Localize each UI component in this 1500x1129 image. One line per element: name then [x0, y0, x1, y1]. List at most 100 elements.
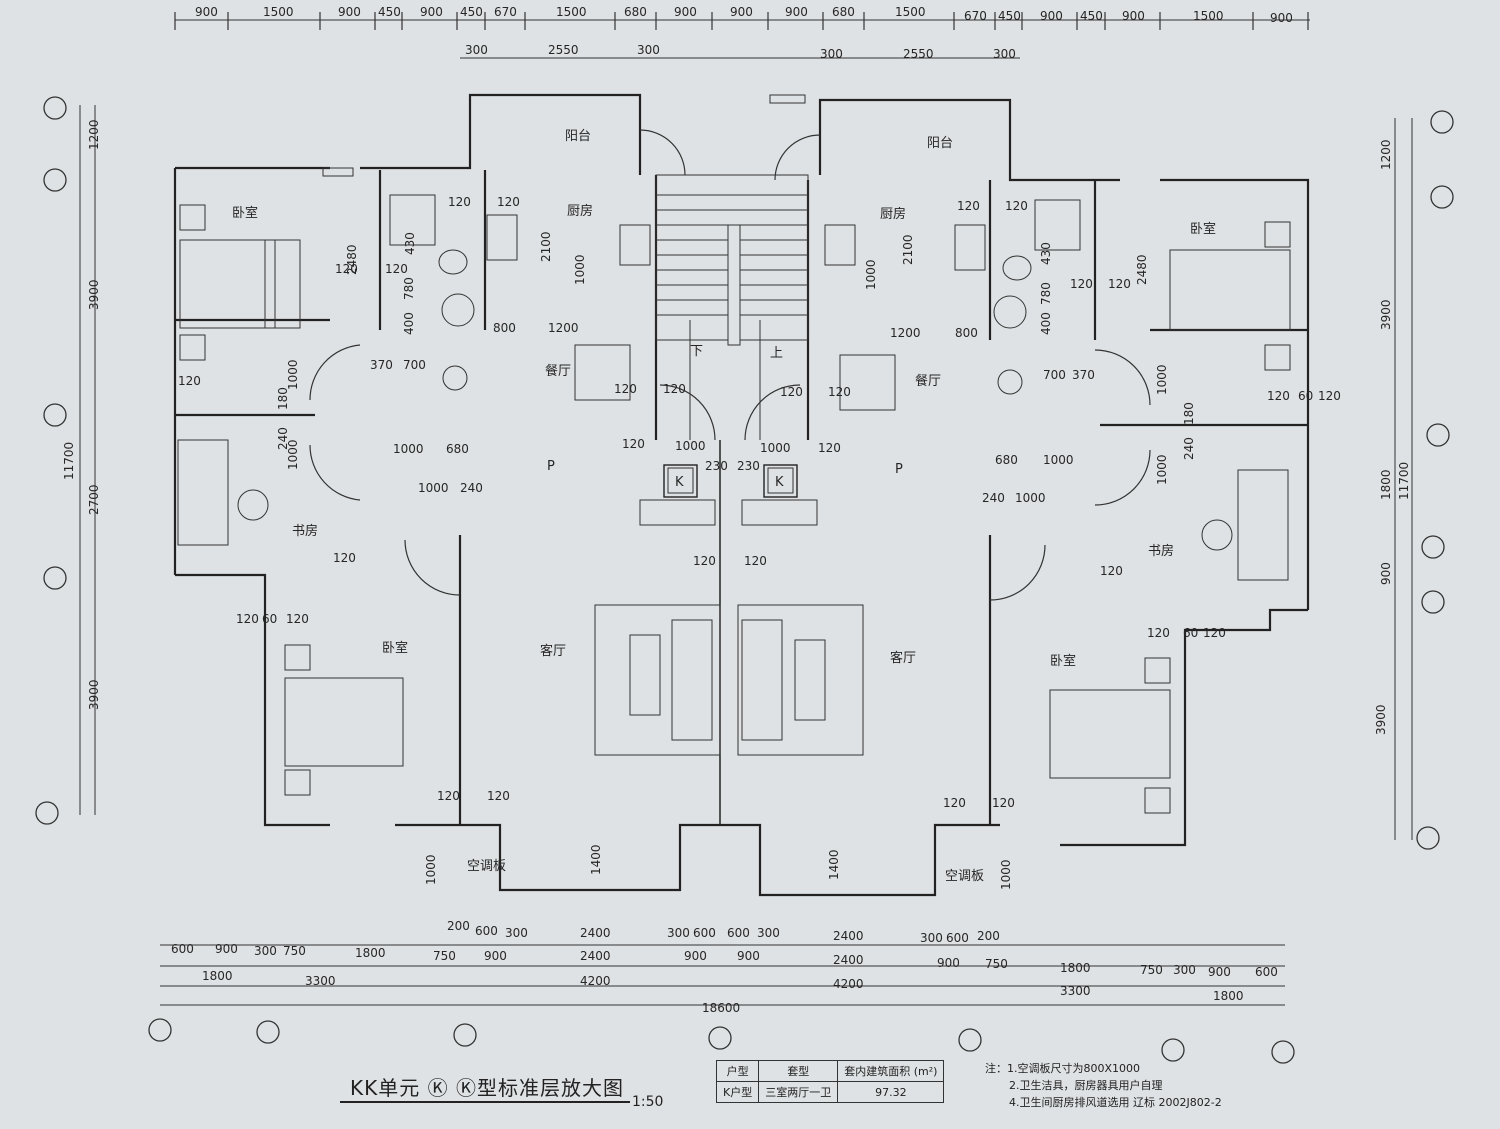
dimension-label: 900 — [785, 5, 808, 19]
dimension-label: 680 — [995, 453, 1018, 467]
dimension-label: 400 — [402, 312, 416, 335]
dimension-label: 900 — [1040, 9, 1063, 23]
dimension-label: 18600 — [702, 1001, 740, 1015]
dimension-label: 370 — [370, 358, 393, 372]
table-row: K户型 三室两厅一卫 97.32 — [715, 1081, 945, 1103]
dimension-label: 1500 — [263, 5, 294, 19]
dimension-label: 1000 — [1155, 364, 1169, 395]
dimension-label: 800 — [955, 326, 978, 340]
room-kitchen-w: 厨房 — [567, 203, 593, 219]
dimension-label: 2400 — [833, 953, 864, 967]
dimension-label: 1800 — [202, 969, 233, 983]
dimension-label: 120 — [286, 612, 309, 626]
dimension-label: 120 — [487, 789, 510, 803]
dimension-label: 300 — [920, 931, 943, 945]
dimension-label: 900 — [195, 5, 218, 19]
dimension-label: 1000 — [1015, 491, 1046, 505]
dimension-label: 120 — [818, 441, 841, 455]
dimension-label: 1000 — [1155, 454, 1169, 485]
bottom-dimensions: 600 900 300 750 1800 200 600 300 2400 30… — [171, 919, 1278, 1015]
dimension-label: 900 — [338, 5, 361, 19]
dimension-label: 2480 — [1135, 254, 1149, 285]
dimension-label: 300 — [505, 926, 528, 940]
dimension-label: 2700 — [87, 484, 101, 515]
dimension-label: 1000 — [286, 359, 300, 390]
dimension-label: 120 — [236, 612, 259, 626]
room-p-e: P — [895, 462, 903, 477]
dimension-label: 120 — [1070, 277, 1093, 291]
dimension-label: 120 — [178, 374, 201, 388]
table-header-row: 户型 套型 套内建筑面积 (m²) — [715, 1060, 945, 1082]
dimension-label: 1800 — [1379, 469, 1393, 500]
dimension-label: 2400 — [833, 929, 864, 943]
dimension-label: 120 — [1267, 389, 1290, 403]
unit-info-table: 户型 套型 套内建筑面积 (m²) K户型 三室两厅一卫 97.32 — [715, 1060, 945, 1103]
dimension-label: 1000 — [393, 442, 424, 456]
table-cell: K户型 — [715, 1081, 760, 1103]
room-bedroom-se: 卧室 — [1050, 653, 1076, 669]
note-2: 2.卫生洁具，厨房器具用户自理 — [1009, 1079, 1163, 1092]
dimension-label: 680 — [832, 5, 855, 19]
dimension-label: 450 — [378, 5, 401, 19]
dimension-label: 3900 — [1374, 704, 1388, 735]
dimension-label: 120 — [385, 262, 408, 276]
dimension-label: 1800 — [1060, 961, 1091, 975]
dimension-label: 900 — [420, 5, 443, 19]
dimension-label: 900 — [1208, 965, 1231, 979]
dimension-label: 4200 — [580, 974, 611, 988]
dimension-label: 1400 — [827, 849, 841, 880]
dimension-label: 680 — [624, 5, 647, 19]
room-ac-w: 空调板 — [467, 859, 506, 874]
dimension-label: 1000 — [573, 254, 587, 285]
dimension-label: 1400 — [589, 844, 603, 875]
room-labels: 卧室 阳台 厨房 餐厅 书房 卧室 客厅 空调板 下 上 P 阳台 厨房 餐厅 … — [232, 129, 1216, 884]
dimension-label: 120 — [614, 382, 637, 396]
axis-bubbles — [35, 96, 1454, 1064]
dimension-label: 240 — [982, 491, 1005, 505]
dimension-label: 900 — [1122, 9, 1145, 23]
dimension-label: 11700 — [1397, 462, 1411, 500]
dimension-label: 900 — [484, 949, 507, 963]
dimension-label: 1000 — [424, 854, 438, 885]
unit-mark-w: K — [675, 475, 684, 490]
dimension-label: 680 — [446, 442, 469, 456]
dimension-label: 120 — [693, 554, 716, 568]
dimension-label: 120 — [1318, 389, 1341, 403]
dimension-label: 230 — [705, 459, 728, 473]
side-dimensions: 1200 3900 11700 2700 3900 1200 3900 1170… — [62, 119, 1411, 890]
room-kitchen-e: 厨房 — [880, 206, 906, 222]
dimension-label: 1500 — [895, 5, 926, 19]
dimension-label: 1000 — [999, 859, 1013, 890]
room-ac-e: 空调板 — [945, 869, 984, 884]
table-header-cell: 户型 — [715, 1060, 760, 1082]
dimension-label: 3900 — [87, 679, 101, 710]
dimension-label: 3900 — [1379, 299, 1393, 330]
dimension-label: 2550 — [903, 47, 934, 61]
dimension-label: 1000 — [864, 259, 878, 290]
dimension-label: 900 — [684, 949, 707, 963]
dimension-label: 1200 — [1379, 139, 1393, 170]
dimension-label: 780 — [402, 277, 416, 300]
dimension-label: 1200 — [548, 321, 579, 335]
dimension-label: 1200 — [87, 119, 101, 150]
dimension-label: 750 — [283, 944, 306, 958]
dimension-label: 600 — [475, 924, 498, 938]
dimension-label: 1000 — [1043, 453, 1074, 467]
plan-title: KK单元 Ⓚ Ⓚ型标准层放大图 — [350, 1076, 624, 1100]
table-cell: 97.32 — [837, 1081, 945, 1103]
dimension-label: 120 — [1147, 626, 1170, 640]
dimension-label: 2400 — [580, 926, 611, 940]
dimension-label: 300 — [465, 43, 488, 57]
dimension-label: 430 — [403, 232, 417, 255]
dimension-label: 1000 — [760, 441, 791, 455]
dimension-label: 3900 — [87, 279, 101, 310]
dimension-label: 900 — [937, 956, 960, 970]
dimension-label: 450 — [998, 9, 1021, 23]
top-dimensions: 900 1500 900 450 900 450 670 1500 680 90… — [195, 5, 1293, 61]
table-cell: 三室两厅一卫 — [758, 1081, 839, 1103]
dimension-label: 120 — [943, 796, 966, 810]
dimension-label: 120 — [335, 262, 358, 276]
note-3: 4.卫生间厨房排风道选用 辽标 2002J802-2 — [1009, 1096, 1222, 1109]
dimension-label: 120 — [497, 195, 520, 209]
